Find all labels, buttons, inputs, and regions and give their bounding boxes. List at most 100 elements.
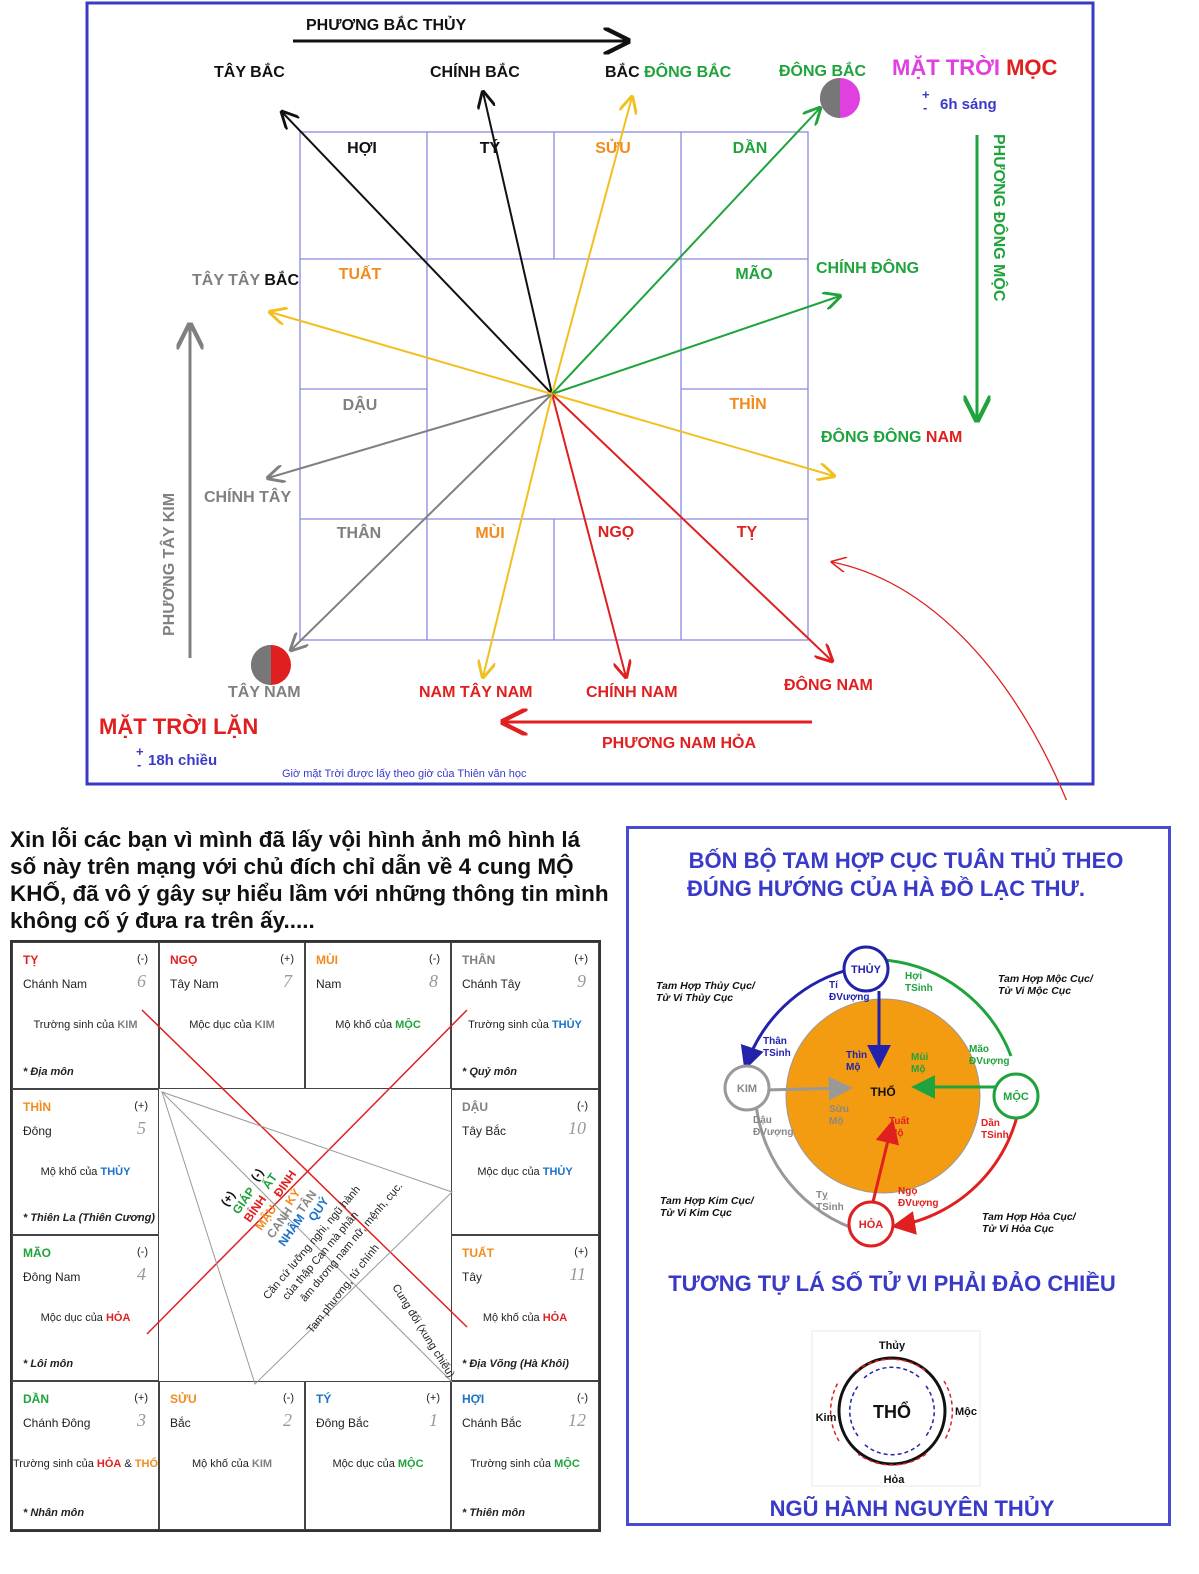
- dong-dong-nam-label: ĐÔNG ĐÔNG NAM: [821, 427, 962, 446]
- cell-gate: * Thiên môn: [462, 1507, 525, 1519]
- ray-bac-dong-bac: [551, 97, 632, 395]
- cell-description: Mộc dục của THỦY: [452, 1166, 598, 1178]
- sunrise-word: MỌC: [1006, 55, 1057, 80]
- moc-circle: [992, 1072, 1040, 1120]
- desc-prefix: Mộ khố của: [40, 1166, 101, 1178]
- desc-element: MỘC: [554, 1458, 580, 1470]
- kim-inner-arrow: [763, 1076, 853, 1101]
- cross-line-1: [141, 1009, 468, 1328]
- sunset-word: LẶN: [213, 714, 258, 739]
- than-label: Thân: [763, 1036, 787, 1047]
- desc-prefix: Mộc dục của: [477, 1166, 543, 1178]
- small-cycle-circle: [837, 1356, 947, 1466]
- ti-dvuong: ĐVượng: [829, 992, 869, 1003]
- ty-label: Tỵ: [816, 1190, 828, 1201]
- cell-number: 10: [568, 1118, 586, 1138]
- inner-arc-top: [863, 1366, 921, 1379]
- cell-branch: TỴ: [23, 953, 39, 967]
- tay-tay-bac-label: TÂY TÂY BẮC: [192, 270, 299, 289]
- chinh-dong-label: CHÍNH ĐÔNG: [816, 258, 919, 277]
- svg-text:Tam Hợp Thủy Cục/Tử Vi Thủy Cụ: Tam Hợp Thủy Cục/Tử Vi Thủy Cục: [656, 980, 756, 1004]
- moc-cuc-2: Tử Vi Mộc Cục: [998, 985, 1071, 997]
- dong-bac-label: ĐÔNG BẮC: [779, 61, 867, 80]
- hoa-circle-label: HỎA: [859, 1218, 884, 1231]
- desc-element: KIM: [117, 1019, 138, 1031]
- thuy-arc: [740, 969, 845, 1071]
- sunset-circle: [251, 645, 291, 685]
- desc-element: THỦY: [551, 1019, 582, 1031]
- hoi-tsinh: TSinh: [905, 983, 933, 994]
- outer-arc-left: [829, 1380, 840, 1442]
- tuat-mo: Mộ: [889, 1128, 903, 1139]
- cell-number: 8: [429, 971, 438, 991]
- cell-direction: Đông: [23, 1124, 52, 1138]
- dan-label: Dần: [981, 1117, 1000, 1129]
- cell-branch: TÝ: [316, 1392, 332, 1406]
- cell-branch: NGỌ: [170, 953, 198, 967]
- thuy-cuc-1: Tam Hợp Thủy Cục/: [656, 980, 756, 992]
- kim-circle: [723, 1064, 771, 1112]
- cell-gate: * Lôi môn: [23, 1358, 74, 1370]
- hoa-cuc-1: Tam Hợp Hỏa Cục/: [982, 1211, 1077, 1223]
- cell-description: Mộc dục của HỎA: [13, 1312, 158, 1324]
- tuat-label: Tuất: [889, 1115, 910, 1127]
- desc-prefix: Mộ khố của: [335, 1019, 396, 1031]
- ray-chinh-dong: [551, 296, 840, 395]
- mao-label: Mão: [969, 1044, 989, 1055]
- small-tho-label: THỔ: [873, 1401, 911, 1422]
- desc-element: KIM: [254, 1019, 275, 1031]
- footnote: Giờ mặt Trời được lấy theo giờ của Thiên…: [282, 768, 527, 780]
- cell-direction: Tây Bắc: [462, 1124, 507, 1138]
- cell-direction: Chánh Đông: [23, 1416, 91, 1430]
- cell-direction: Bắc: [170, 1416, 191, 1430]
- small-hoa-label: Hỏa: [884, 1474, 906, 1486]
- branch-ty-snake: TỴ: [737, 524, 758, 541]
- cell-branch: MÙI: [316, 953, 338, 967]
- chinh-nam-label: CHÍNH NAM: [586, 682, 678, 701]
- panel-title-line2: ĐÚNG HƯỚNG CỦA HÀ ĐỒ LẠC THƯ.: [687, 876, 1085, 901]
- desc-prefix: Mộ khố của: [191, 1458, 252, 1470]
- dau-label: Dậu: [753, 1115, 772, 1126]
- cell-description: Mộ khố của MỘC: [306, 1019, 450, 1031]
- cell-gate: * Địa Võng (Hà Khôi): [462, 1358, 569, 1370]
- compass-frame: [85, 1, 1095, 786]
- cell-sign: (+): [134, 1100, 148, 1112]
- cell-sign: (-): [137, 1246, 148, 1258]
- desc-prefix: Mộc dục của: [189, 1019, 255, 1031]
- cell-gate: * Địa môn: [23, 1066, 74, 1078]
- ray-chinh-nam: [551, 393, 626, 677]
- tho-center-label: THỔ: [870, 1084, 895, 1099]
- tam-hop-panel: BỐN BỘ TAM HỢP CỤC TUÂN THỦ THEO ĐÚNG HƯ…: [626, 826, 1171, 1526]
- cell-description: Trường sinh của MỘC: [452, 1458, 598, 1470]
- branch-suu: SỬU: [595, 138, 631, 157]
- cell-sign: (-): [577, 1100, 588, 1112]
- reverse-caption: TƯƠNG TỰ LÁ SỐ TỬ VI PHẢI ĐẢO CHIỀU: [668, 1270, 1116, 1296]
- dong-dong-word: ĐÔNG ĐÔNG: [821, 427, 921, 446]
- desc-element: THỦY: [100, 1166, 131, 1178]
- cell-branch: SỬU: [170, 1392, 197, 1406]
- cell-description: Mộc dục của KIM: [160, 1019, 304, 1031]
- ray-tay-tay-bac: [270, 312, 553, 395]
- ray-dong-dong-nam: [551, 393, 834, 476]
- tam-hop-diagram: BỐN BỘ TAM HỢP CỤC TUÂN THỦ THEO ĐÚNG HƯ…: [656, 847, 1123, 1521]
- cell-number: 9: [577, 971, 586, 991]
- sunrise-plus: +: [922, 87, 930, 102]
- ray-chinh-bac: [483, 92, 553, 395]
- chart-center-overlay: (+)GIÁPBÍNHMẬUCANHNHÂM(-)ẤTĐINHKỶTÂNQUÝC…: [141, 1009, 468, 1385]
- suu-label: Sửu: [829, 1104, 849, 1115]
- mui-mo: Mộ: [911, 1064, 925, 1075]
- chinh-tay-label: CHÍNH TÂY: [204, 487, 291, 506]
- cell-number: 7: [283, 971, 292, 991]
- ray-dong-bac: [551, 108, 820, 395]
- north-direction-label: PHƯƠNG BẮC THỦY: [306, 15, 467, 34]
- suu-mo: Mộ: [829, 1116, 843, 1127]
- outer-arc-right: [943, 1380, 954, 1442]
